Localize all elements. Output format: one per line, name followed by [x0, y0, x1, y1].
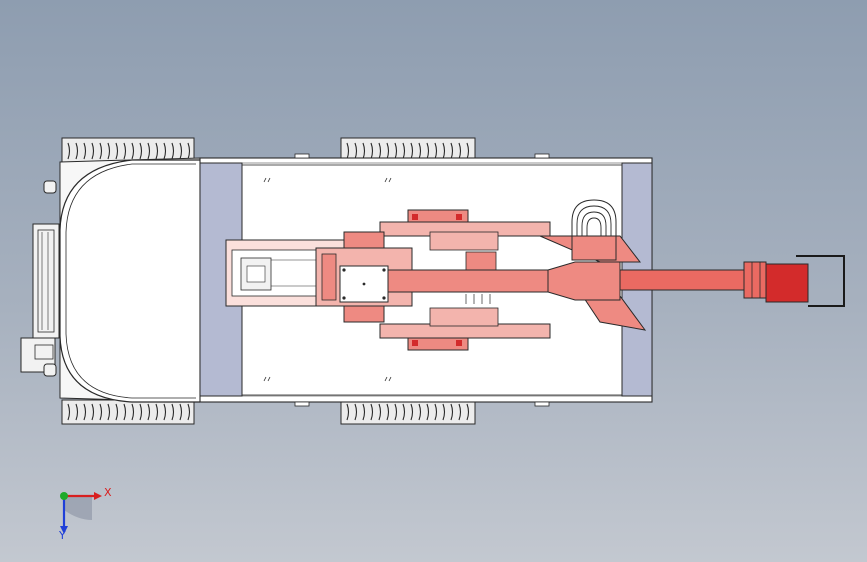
track-top-left [61, 137, 195, 163]
y-arrowhead-icon [60, 526, 68, 534]
x-arrowhead-icon [94, 492, 102, 500]
origin-icon [60, 492, 68, 500]
track-bottom-right [340, 399, 476, 425]
axis-x-label: X [104, 486, 112, 499]
axis-triad[interactable] [60, 492, 102, 534]
axis-y-label: Y [59, 529, 66, 542]
track-bottom-left [61, 399, 195, 425]
hose-reel [571, 199, 617, 261]
operator-cab [20, 157, 201, 403]
bucket [765, 255, 845, 307]
boom-arm [387, 261, 767, 301]
